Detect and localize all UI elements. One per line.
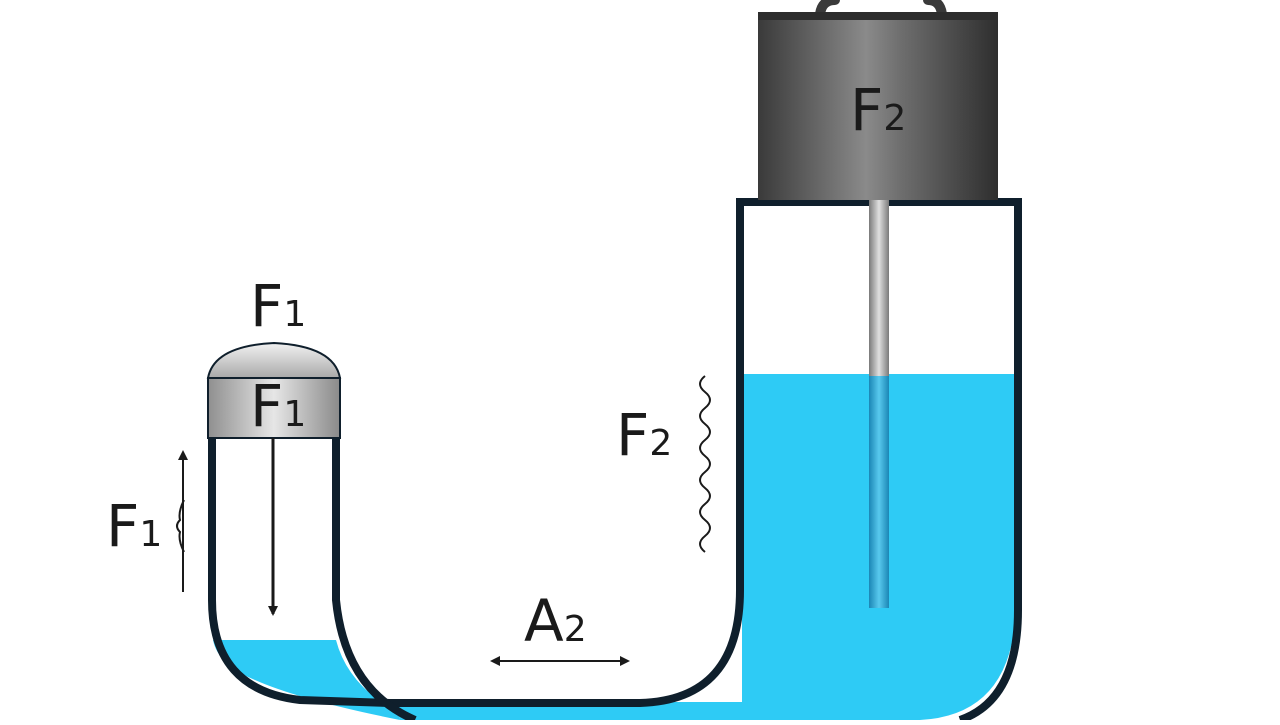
- left-brace: [176, 499, 185, 553]
- right-force-label: F2: [616, 401, 672, 469]
- small-piston-body-label: F1: [250, 372, 306, 440]
- vessel-large-right-wall: [958, 200, 1022, 724]
- weight-label: F2: [850, 76, 906, 144]
- weight-top-band: [758, 12, 998, 20]
- vessel-inner-wall: [332, 436, 417, 724]
- wavy-pressure-line: [699, 375, 711, 553]
- small-piston-dome: [206, 341, 342, 379]
- weight-block: [758, 12, 998, 200]
- left-force-label: F1: [106, 492, 162, 560]
- weight-handle: [815, 0, 947, 19]
- small-piston-body: [207, 377, 341, 439]
- vessel-outer-wall: [208, 432, 394, 707]
- large-piston-rod-submerged: [869, 376, 889, 608]
- small-piston-top-label: F1: [250, 272, 306, 340]
- large-piston-rod: [869, 200, 889, 376]
- area-label: A2: [524, 587, 587, 655]
- vessel-outer-wall-right: [390, 200, 744, 707]
